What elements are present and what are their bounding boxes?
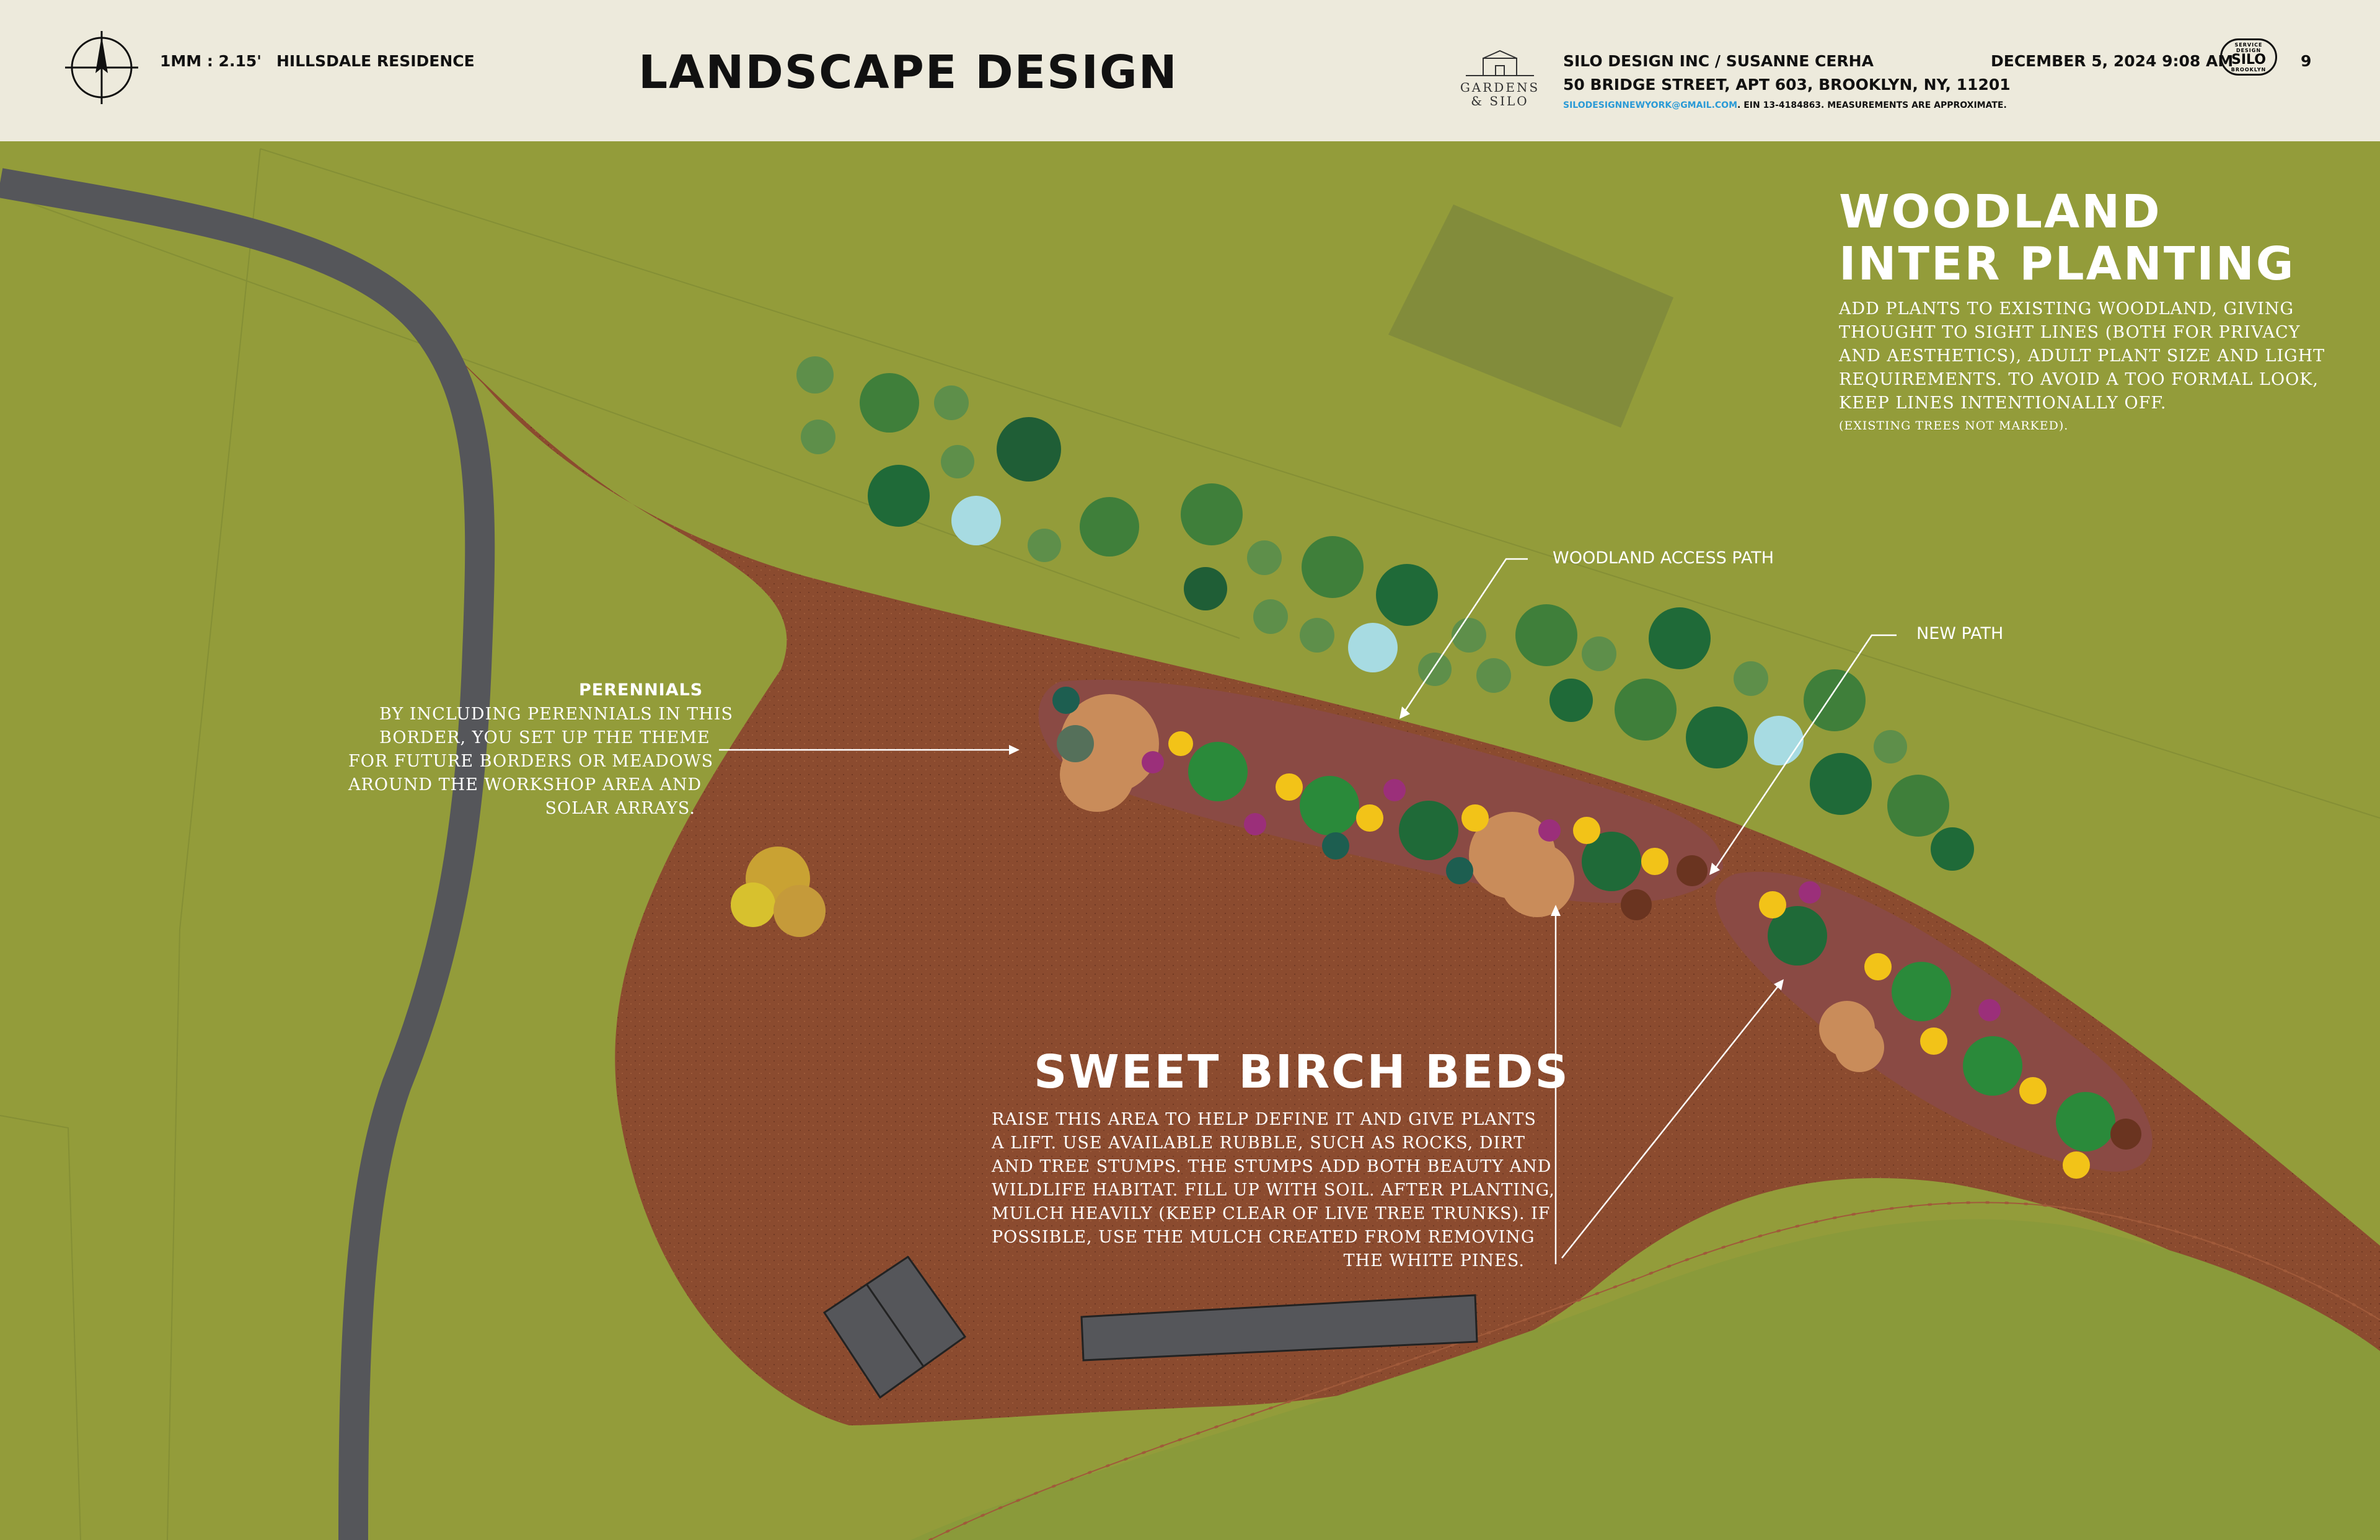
- solar-array: [1080, 1294, 1478, 1362]
- leader-lines: [719, 558, 1897, 1264]
- woodland-plants: [796, 356, 1974, 871]
- sweet-birch-text-4: WILDLIFE HABITAT. FILL UP WITH SOIL. AFT…: [992, 1181, 1555, 1200]
- company-name: SILO DESIGN INC / SUSANNE CERHA: [1563, 52, 1874, 70]
- sweet-birch-text-5: MULCH HEAVILY (KEEP CLEAR OF LIVE TREE T…: [992, 1204, 1551, 1223]
- badge-main: SILO: [2231, 52, 2266, 68]
- badge-bottom: BROOKLYN: [2231, 67, 2267, 73]
- sweet-birch-text-3: AND TREE STUMPS. THE STUMPS ADD BOTH BEA…: [992, 1157, 1552, 1176]
- gardens-silo-logo-icon: [1466, 50, 1534, 76]
- woodland-title-line-1: WOODLAND: [1839, 185, 2162, 239]
- bed-flowers: [1052, 687, 2141, 1179]
- email-link[interactable]: SILODESIGNNEWYORK@GMAIL.COM: [1563, 100, 1738, 110]
- date-label: DECEMBER 5, 2024 9:08 AM: [1991, 52, 2234, 70]
- project-name: HILLSDALE RESIDENCE: [276, 52, 475, 70]
- woodland-note: (EXISTING TREES NOT MARKED).: [1839, 419, 2069, 433]
- sweet-birch-text-1: RAISE THIS AREA TO HELP DEFINE IT AND GI…: [992, 1110, 1536, 1129]
- woodland-title-line-2: INTER PLANTING: [1839, 237, 2296, 291]
- perennials-title: PERENNIALS: [579, 680, 703, 700]
- page-number: 9: [2301, 52, 2312, 70]
- sweet-birch-text-6: POSSIBLE, USE THE MULCH CREATED FROM REM…: [992, 1228, 1535, 1247]
- site-plan-map: [0, 148, 2380, 1540]
- fineprint-text: . EIN 13-4184863. MEASUREMENTS ARE APPRO…: [1737, 100, 2007, 110]
- lower-field: [911, 1219, 2380, 1540]
- woodland-text-1: ADD PLANTS TO EXISTING WOODLAND, GIVING: [1839, 299, 2294, 319]
- new-path-callout: NEW PATH: [1916, 624, 2004, 643]
- perennials-text-2: BORDER, YOU SET UP THE THEME: [379, 728, 710, 747]
- perennials-text-4: AROUND THE WORKSHOP AREA AND: [348, 775, 702, 794]
- shed-left: [822, 1255, 967, 1399]
- sweet-birch-title: SWEET BIRCH BEDS: [1034, 1045, 1570, 1099]
- woodland-text-5: KEEP LINES INTENTIONALLY OFF.: [1839, 394, 2167, 413]
- logo-line-2: & SILO: [1471, 94, 1529, 108]
- page-title: LANDSCAPE DESIGN: [638, 46, 1178, 99]
- contact-fineprint: SILODESIGNNEWYORK@GMAIL.COM. EIN 13-4184…: [1563, 100, 2007, 110]
- perennials-text-3: FOR FUTURE BORDERS OR MEADOWS: [348, 752, 714, 771]
- leader-arrowheads: [1009, 706, 1784, 990]
- woodland-text-3: AND AESTHETICS), ADULT PLANT SIZE AND LI…: [1839, 346, 2325, 366]
- badge-top: SERVICE DESIGN: [2234, 42, 2263, 53]
- woodland-text-4: REQUIREMENTS. TO AVOID A TOO FORMAL LOOK…: [1839, 370, 2319, 389]
- scale-label: 1MM : 2.15': [160, 52, 262, 70]
- sweet-birch-text-7: THE WHITE PINES.: [1343, 1251, 1525, 1270]
- woodland-access-path-callout: WOODLAND ACCESS PATH: [1553, 548, 1774, 568]
- perennials-text-1: BY INCLUDING PERENNIALS IN THIS: [379, 705, 733, 724]
- header-bar: 1MM : 2.15' HILLSDALE RESIDENCE LANDSCAP…: [0, 0, 2380, 141]
- company-address: 50 BRIDGE STREET, APT 603, BROOKLYN, NY,…: [1563, 76, 2011, 94]
- logo-line-1: GARDENS: [1460, 80, 1540, 95]
- sweet-birch-text-2: A LIFT. USE AVAILABLE RUBBLE, SUCH AS RO…: [992, 1133, 1525, 1153]
- silo-badge: SERVICE DESIGN SILO BROOKLYN: [2220, 38, 2277, 76]
- yellow-shrub: [731, 847, 826, 937]
- north-arrow-icon: [65, 31, 138, 104]
- perennials-text-5: SOLAR ARRAYS.: [545, 799, 695, 818]
- woodland-text-2: THOUGHT TO SIGHT LINES (BOTH FOR PRIVACY: [1839, 323, 2301, 342]
- building-footprint: [1388, 205, 1673, 428]
- soil-mounds: [1060, 694, 1884, 1072]
- driveway-road: [0, 168, 495, 1540]
